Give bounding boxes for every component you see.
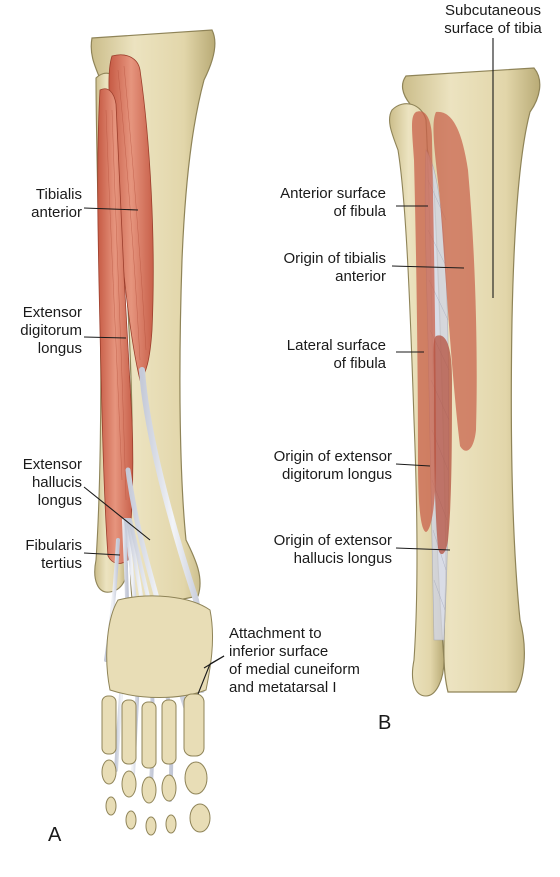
origin-extensor-digitorum-area	[412, 111, 436, 533]
label-origin-extensor-hallucis: Origin of extensor hallucis longus	[273, 532, 392, 567]
label-subcutaneous-surface: Subcutaneous surface of tibia	[444, 2, 542, 37]
label-anterior-surface-fibula: Anterior surface of fibula	[280, 185, 386, 220]
origin-extensor-hallucis-area	[433, 335, 452, 555]
foot-bones-a	[101, 595, 214, 836]
label-extensor-digitorum-longus: Extensor digitorum longus	[20, 304, 82, 357]
panel-b-art	[389, 67, 541, 697]
origin-tibialis-anterior-area	[433, 111, 477, 451]
panel-label-b: B	[378, 712, 392, 734]
label-attachment: Attachment to inferior surface of medial…	[229, 625, 360, 696]
label-tibialis-anterior: Tibialis anterior	[31, 186, 82, 221]
label-origin-tibialis-anterior: Origin of tibialis anterior	[283, 250, 386, 285]
panel-label-a: A	[48, 824, 62, 846]
label-fibularis-tertius: Fibularis tertius	[25, 537, 82, 572]
label-lateral-surface-fibula: Lateral surface of fibula	[286, 337, 386, 372]
label-extensor-hallucis-longus: Extensor hallucis longus	[22, 456, 82, 509]
label-origin-extensor-digitorum: Origin of extensor digitorum longus	[273, 448, 392, 483]
leader-lines	[83, 38, 494, 695]
panel-a-art	[90, 29, 216, 836]
